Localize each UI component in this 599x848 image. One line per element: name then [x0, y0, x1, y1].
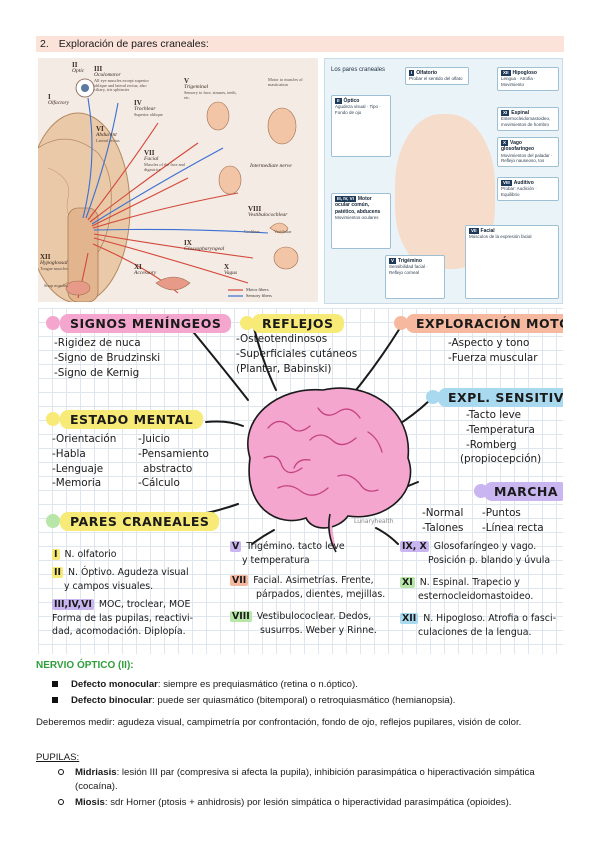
- par-ix-x: IX, X Glosofaríngeo y vago. Posición p. …: [400, 541, 551, 566]
- nerve-label-i: I Olfactory: [48, 93, 70, 107]
- par-viii: VIII Vestibulococlear. Dedos, susurros. …: [230, 611, 377, 636]
- vestibular-label: Vestibular: [274, 229, 292, 234]
- exploracion-motora-heading: EXPLORACIÓN MOTORA: [406, 314, 563, 333]
- nerve-label-v: V Trigeminal Sensory to face, sinuses, t…: [184, 77, 237, 100]
- cranial-nerves-anatomy-figure: I Olfactory II Optic III Oculomotor All …: [38, 58, 318, 302]
- marcha-col1: -Normal -Talones: [422, 507, 464, 534]
- marcha-col2: -Puntos -Línea recta: [482, 507, 544, 534]
- nerve-label-ix: IX Glossopharyngeal: [184, 239, 225, 253]
- signos-meningeos-heading: SIGNOS MENÍNGEOS: [60, 314, 232, 333]
- circle-bullet: [58, 769, 64, 775]
- par-xii: XII N. Hipogloso. Atrofia o fasci- culac…: [400, 613, 556, 638]
- marcha-heading: MARCHA: [484, 482, 563, 501]
- par-xi: XI N. Espinal. Trapecio y esternocleidom…: [400, 577, 534, 602]
- nerve-label-iii: III Oculomotor All eye muscles except su…: [94, 65, 149, 93]
- estado-mental-heading: ESTADO MENTAL: [60, 410, 204, 429]
- brain-illustration: [179, 327, 431, 553]
- expl-sensitiva-heading: EXPL. SENSITIVA: [438, 388, 563, 407]
- par-ii: II N. Óptivo. Agudeza visual y campos vi…: [52, 567, 189, 592]
- intermediate-nerve-label: Intermediate nerve: [250, 163, 292, 169]
- brainstem-illustration: [38, 78, 299, 302]
- motor-mastication-label: Motor to muscles of mastication: [268, 77, 303, 87]
- section-title: Exploración de pares craneales:: [58, 38, 209, 50]
- strap-muscles-label: Strap muscles: [44, 283, 68, 288]
- reflejos-list: -Osteotendinosos -Superficiales cutáneos…: [236, 333, 358, 375]
- estado-mental-col1: -Orientación -Habla -Lenguaje -Memoria: [52, 433, 117, 490]
- infographic-title: Los pares craneales: [331, 67, 386, 73]
- square-bullet: [52, 697, 58, 703]
- bullet-dot: [240, 316, 254, 330]
- bullet-binocular: Defecto binocular: puede ser quiasmático…: [52, 694, 562, 707]
- pares-craneales-heading: PARES CRANEALES: [60, 512, 220, 531]
- square-bullet: [52, 681, 58, 687]
- signos-meningeos-list: -Rigidez de nuca -Signo de Brudzinski -S…: [54, 337, 161, 379]
- exploracion-motora-list: -Aspecto y tono -Fuerza muscular: [448, 337, 538, 364]
- medir-paragraph: Deberemos medir: agudeza visual, campime…: [36, 717, 522, 728]
- nervio-optico-subtitle: NERVIO ÓPTICO (II):: [36, 660, 134, 671]
- bullet-dot: [426, 390, 440, 404]
- section-header: 2. Exploración de pares craneales:: [36, 36, 564, 52]
- section-number: 2.: [40, 38, 49, 50]
- bullet-dot: [46, 514, 60, 528]
- nerve-label-iv: IV Trochlear Superior oblique: [134, 99, 163, 118]
- cochlear-label: Cochlear: [244, 229, 260, 234]
- par-vii: VII Facial. Asimetrías. Frente, párpados…: [230, 575, 386, 600]
- bullet-dot: [394, 316, 408, 330]
- reflejos-heading: REFLEJOS: [252, 314, 344, 333]
- nerve-label-xi: XI Accessory: [134, 263, 157, 277]
- bullet-dot: [46, 316, 60, 330]
- par-i: I N. olfatorio: [52, 549, 117, 560]
- bullet-monocular: Defecto monocular: siempre es prequiasmá…: [52, 678, 562, 691]
- nerve-label-viii: VIII Vestibulocochlear: [248, 205, 288, 219]
- bullet-miosis: Miosis: sdr Horner (ptosis + anhidrosis)…: [58, 796, 563, 810]
- nerve-label-xii: XII Hypoglossal Tongue muscles: [40, 253, 68, 272]
- legend-motor: Motor fibers: [246, 287, 269, 292]
- bullet-dot: [46, 412, 60, 426]
- circle-bullet: [58, 799, 64, 805]
- nerve-label-x: X Vagus: [224, 263, 238, 277]
- par-iii-iv-vi: III,IV,VI MOC, troclear, MOE Forma de la…: [52, 599, 194, 638]
- nerve-label-vi: VI Abducent Lateral rectus: [96, 125, 120, 144]
- par-v: V Trigémino. tacto leve y temperatura: [230, 541, 345, 566]
- pupilas-title: PUPILAS:: [36, 752, 80, 763]
- nerve-label-vii: VII Facial Muscles of the face and digas…: [144, 149, 185, 172]
- nerve-label-ii: II Optic: [72, 61, 85, 75]
- neuro-exam-summary-board: Lunaryhealth SIGNOS MENÍNGEOS -Rigidez d…: [38, 308, 563, 654]
- bullet-midriasis: Midriasis: lesión III par (compresiva si…: [58, 766, 563, 794]
- expl-sensitiva-list: -Tacto leve -Temperatura -Romberg (propi…: [460, 409, 542, 466]
- signature: Lunaryhealth: [354, 518, 394, 525]
- estado-mental-col2: -Juicio -Pensamiento abstracto -Cálculo: [138, 433, 209, 490]
- legend-sensory: Sensory fibers: [246, 293, 272, 298]
